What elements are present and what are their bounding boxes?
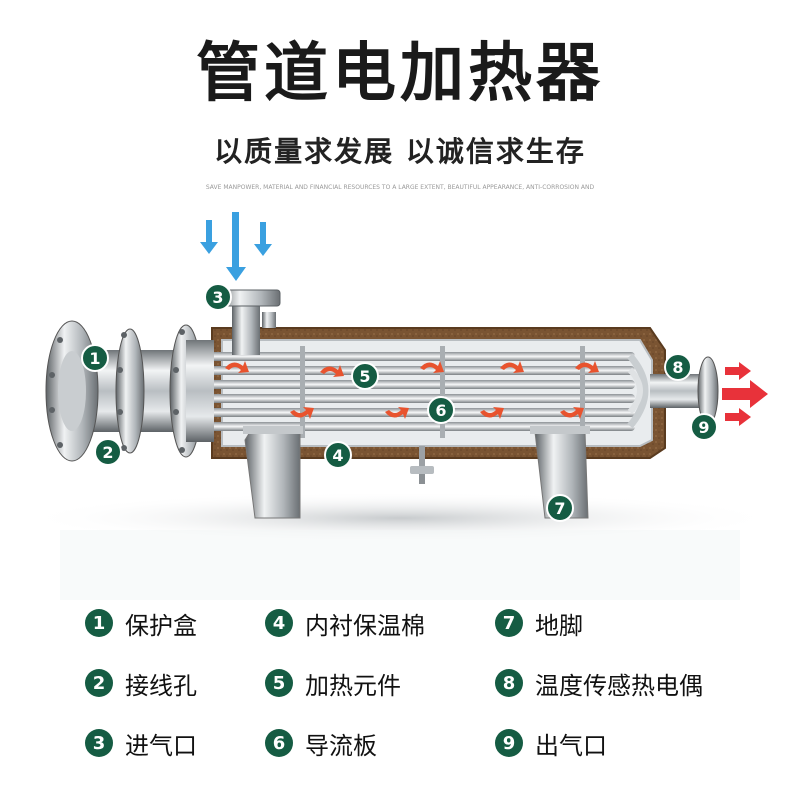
inlet-arrows	[200, 212, 272, 281]
page-title: 管道电加热器	[196, 37, 604, 111]
marker-2: 2	[94, 438, 122, 466]
legend-badge: 3	[85, 729, 113, 757]
marker-8-label: 8	[672, 358, 683, 377]
marker-3-label: 3	[212, 288, 223, 307]
marker-6-label: 6	[435, 401, 446, 420]
marker-1: 1	[81, 344, 109, 372]
marker-4: 4	[324, 441, 352, 469]
legend-item-2: 2 接线孔	[85, 666, 265, 700]
marker-1-label: 1	[89, 349, 100, 368]
legend-badge: 1	[85, 609, 113, 637]
legend-badge: 6	[265, 729, 293, 757]
legend-label: 保护盒	[125, 611, 197, 640]
inlet-pipe	[217, 289, 281, 355]
page-subtitle: 以质量求发展 以诚信求生存	[214, 135, 586, 168]
marker-4-label: 4	[332, 446, 343, 465]
drain-valve	[410, 446, 434, 484]
legend-label: 温度传感热电偶	[535, 671, 703, 700]
legend-badge: 7	[495, 609, 523, 637]
legend-item-9: 9 出气口	[495, 726, 745, 760]
baffles	[300, 346, 585, 438]
marker-5: 5	[351, 362, 379, 390]
legend-item-4: 4 内衬保温棉	[265, 606, 495, 640]
marker-6: 6	[427, 396, 455, 424]
heating-tubes	[205, 352, 649, 431]
legend: 1 保护盒 4 内衬保温棉 7 地脚 2 接线孔 5 加热元件 8 温度传感热电…	[85, 606, 765, 760]
legend-item-3: 3 进气口	[85, 726, 265, 760]
legend-label: 地脚	[535, 611, 583, 640]
floor-reflection	[60, 530, 740, 600]
legend-item-1: 1 保护盒	[85, 606, 265, 640]
english-tagline: SAVE MANPOWER, MATERIAL AND FINANCIAL RE…	[205, 184, 595, 191]
marker-7: 7	[546, 494, 574, 522]
marker-2-label: 2	[102, 443, 113, 462]
legend-label: 加热元件	[305, 671, 401, 700]
marker-5-label: 5	[359, 367, 370, 386]
legend-item-6: 6 导流板	[265, 726, 495, 760]
legs	[243, 426, 590, 519]
marker-9: 9	[690, 413, 718, 441]
flow-arrows	[225, 361, 599, 419]
legend-item-7: 7 地脚	[495, 606, 745, 640]
marker-9-label: 9	[698, 418, 709, 437]
legend-label: 接线孔	[125, 671, 197, 700]
outlet-arrows	[722, 362, 768, 426]
legend-item-5: 5 加热元件	[265, 666, 495, 700]
legend-badge: 9	[495, 729, 523, 757]
legend-badge: 2	[85, 669, 113, 697]
legend-label: 导流板	[305, 731, 377, 760]
marker-8: 8	[664, 353, 692, 381]
legend-badge: 5	[265, 669, 293, 697]
legend-badge: 8	[495, 669, 523, 697]
marker-3: 3	[204, 283, 232, 311]
marker-7-label: 7	[554, 499, 565, 518]
heater-diagram: 1 2 3 4 5 6 7 8 9	[20, 212, 780, 600]
legend-item-8: 8 温度传感热电偶	[495, 666, 745, 700]
left-assembly	[45, 320, 214, 462]
legend-label: 内衬保温棉	[305, 611, 425, 640]
legend-label: 进气口	[125, 731, 197, 760]
legend-label: 出气口	[535, 731, 607, 760]
legend-badge: 4	[265, 609, 293, 637]
